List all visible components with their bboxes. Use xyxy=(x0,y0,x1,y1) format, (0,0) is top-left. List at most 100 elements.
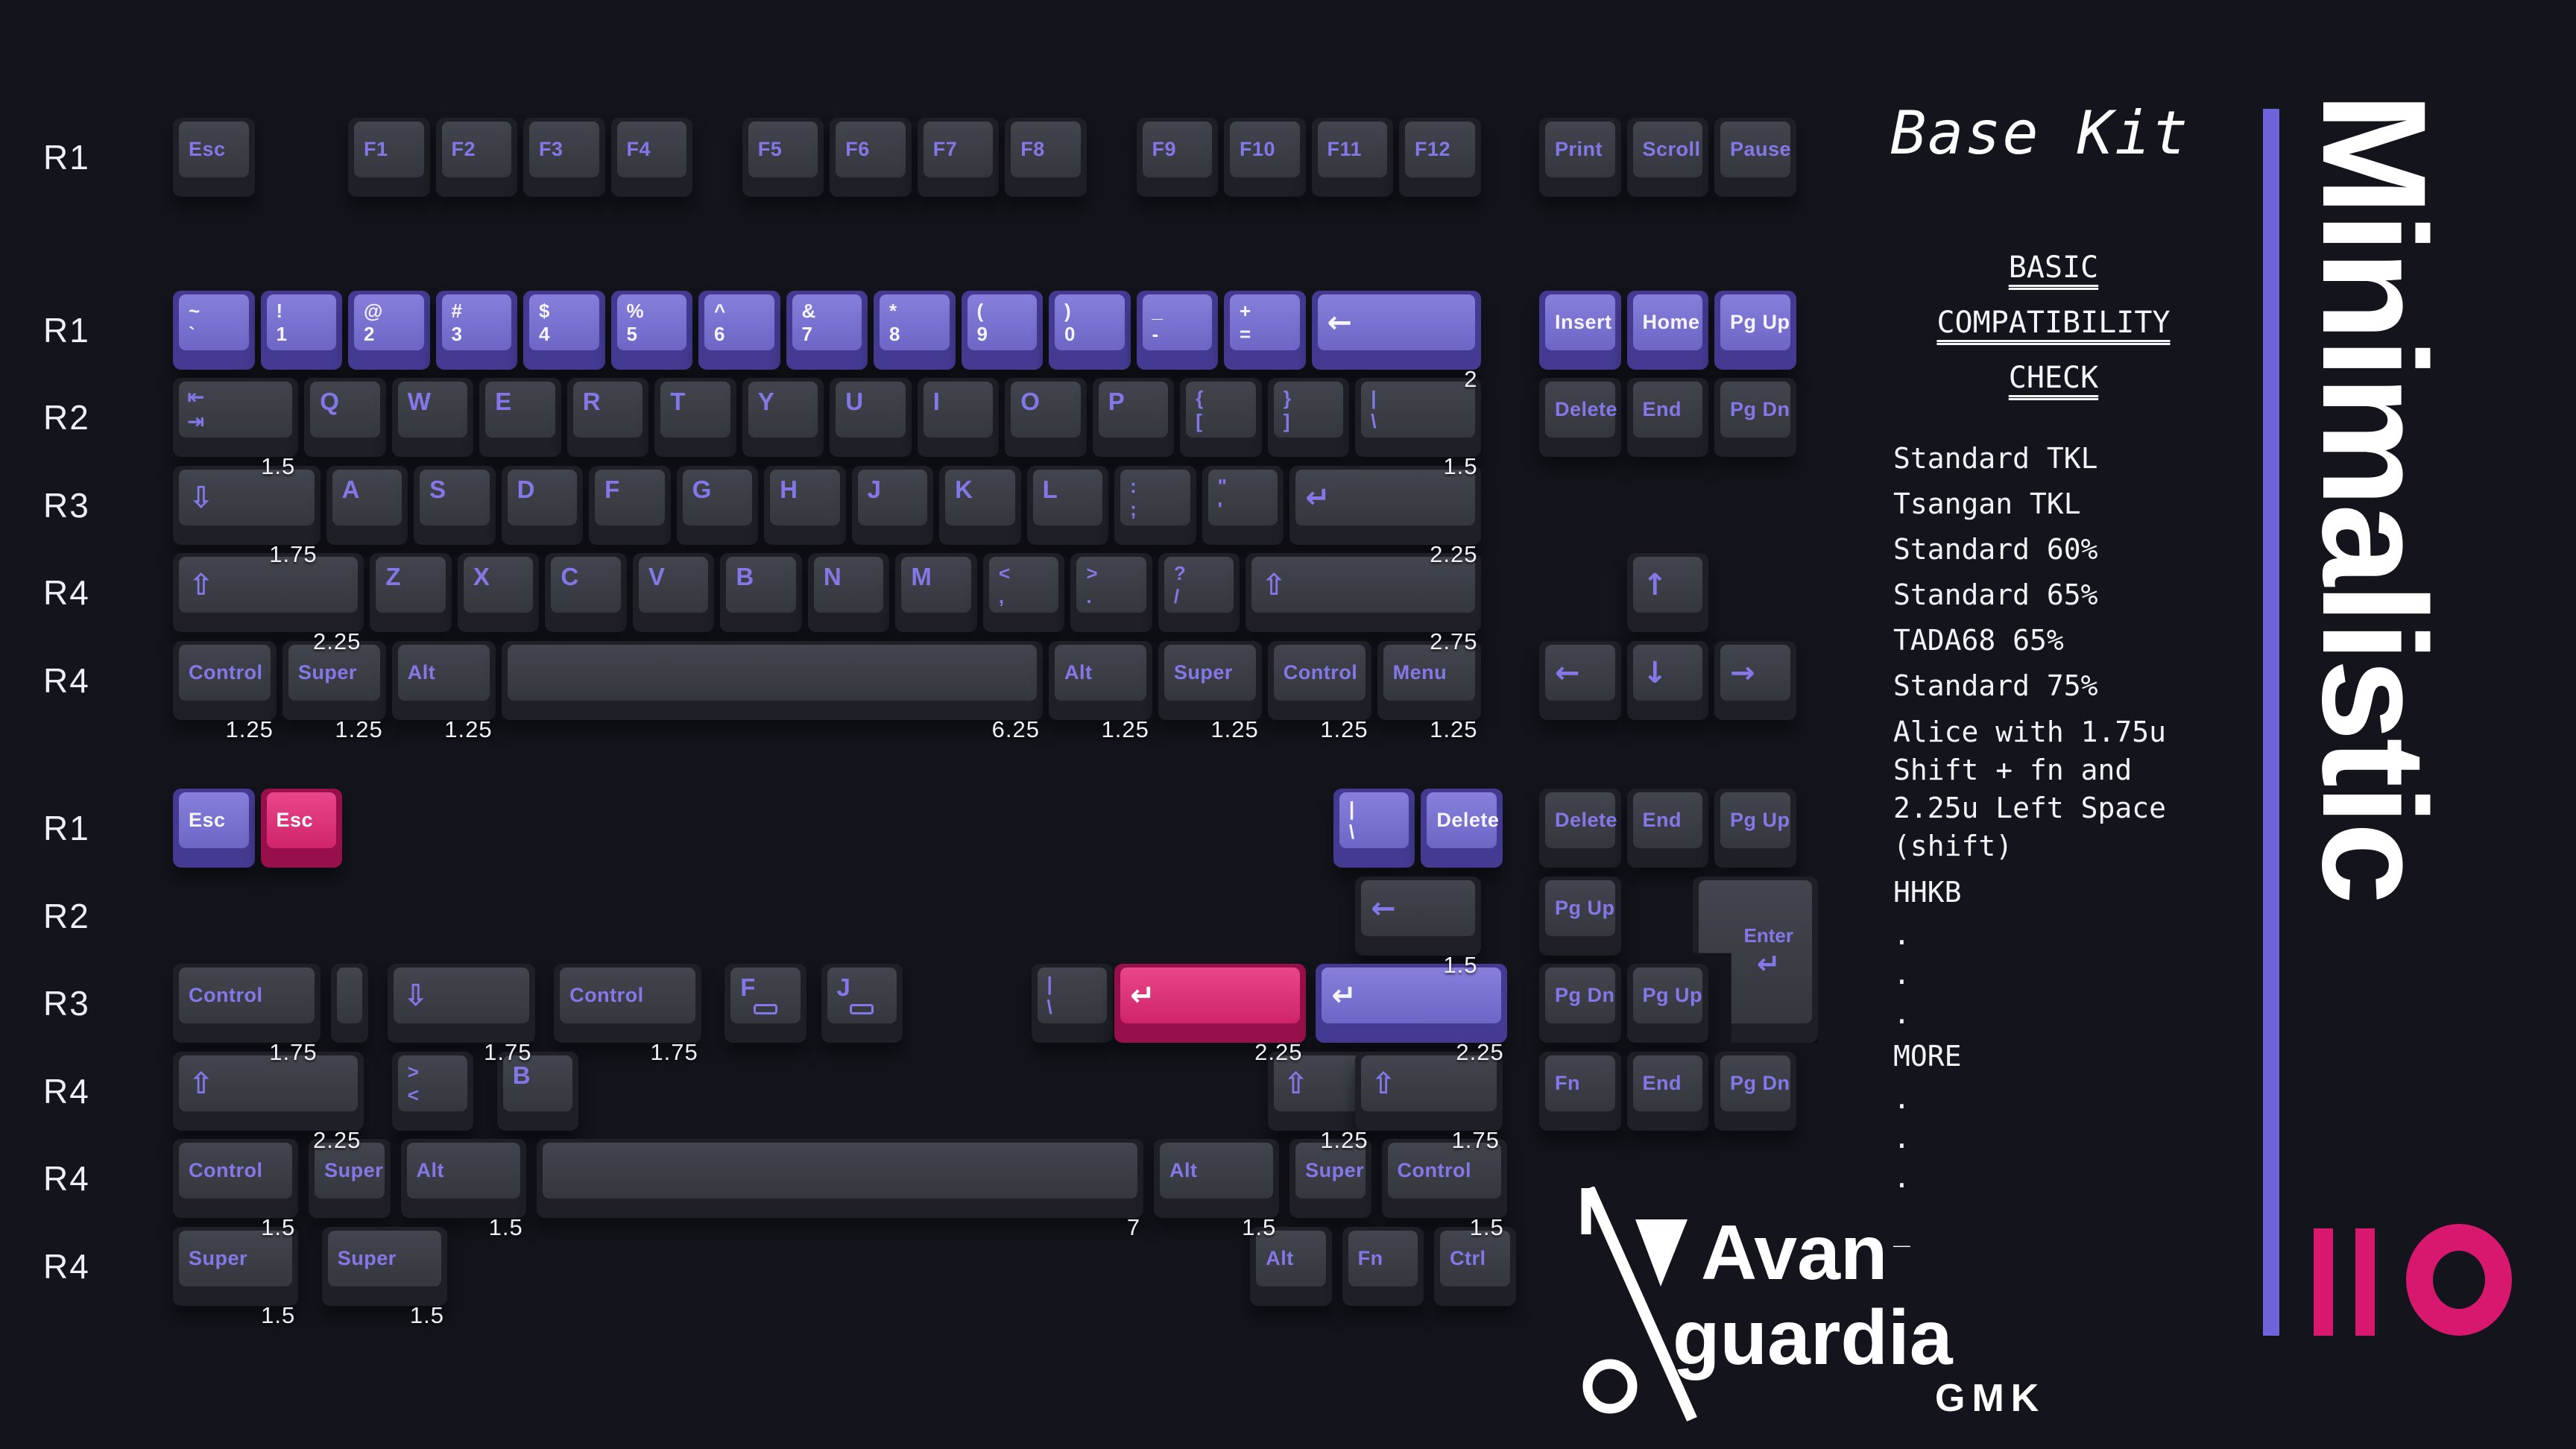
keycap-face: V xyxy=(638,557,709,613)
keycap-face: Super xyxy=(1295,1143,1366,1199)
key-delete: Delete xyxy=(1539,378,1621,457)
keycap-face: ← xyxy=(1361,880,1475,936)
keycap-face: ⇩ xyxy=(179,470,315,525)
key-f4: F4 xyxy=(610,118,692,197)
key-size-label: 1.5 xyxy=(261,1214,296,1240)
keycap-face: Esc xyxy=(266,792,336,848)
keycap-face: F12 xyxy=(1405,121,1475,177)
key-v: V xyxy=(632,553,715,632)
key-tilde: ~` xyxy=(173,291,255,370)
key-legend: S xyxy=(429,476,446,503)
key-legend: Pause xyxy=(1730,138,1792,160)
row-label: R4 xyxy=(43,1159,90,1198)
key-delete-2: Delete xyxy=(1539,789,1621,868)
key-size-label: 2.25 xyxy=(1430,541,1478,567)
keycap-face: ↑ xyxy=(1632,557,1702,613)
key-legend: Control xyxy=(189,1159,263,1181)
key-semicolon: :; xyxy=(1114,466,1196,545)
keycap-face: Enter↵ xyxy=(1698,880,1812,1023)
keycap-face: S xyxy=(420,470,490,525)
key-c: C xyxy=(545,553,627,632)
keycap-face: F11 xyxy=(1317,121,1387,177)
key-7: &7 xyxy=(786,291,868,370)
key-legend: $4 xyxy=(539,299,550,345)
key-control-15-a: Control 1.5 xyxy=(173,1139,299,1240)
key-legend: |\ xyxy=(1046,972,1052,1018)
key-caps: ⇩1.75 xyxy=(173,466,321,567)
key-1: !1 xyxy=(260,291,342,370)
key-legend: K xyxy=(955,476,973,503)
key-esc: Esc xyxy=(173,118,255,197)
key-legend: X xyxy=(473,563,490,590)
keycap-face: |\ xyxy=(1037,967,1107,1023)
keycap-face: L xyxy=(1032,470,1103,525)
key-legend: Esc xyxy=(276,809,314,831)
compat-item: Standard 65% xyxy=(1893,578,2098,611)
key-legend: F10 xyxy=(1240,138,1276,160)
key-legend: :; xyxy=(1130,474,1137,520)
key-size-label: 1.5 xyxy=(488,1214,523,1240)
caps-lock-icon: ⇩ xyxy=(189,480,214,515)
key-legend: F4 xyxy=(626,138,651,160)
gmk-label: GMK xyxy=(1935,1377,2046,1420)
key-legend: >. xyxy=(1086,561,1098,607)
key-size-label: 1.25 xyxy=(1320,716,1368,742)
keycap-face: }] xyxy=(1273,382,1344,438)
keycap-face: Alt xyxy=(1055,645,1146,701)
key-bracket-open: {[ xyxy=(1180,378,1262,457)
key-legend: #3 xyxy=(451,299,462,345)
keycap-face: A xyxy=(332,470,402,525)
keycap-face: End xyxy=(1632,792,1702,848)
key-arrow-down: ↓ xyxy=(1626,641,1708,720)
keycap-face: F8 xyxy=(1011,121,1081,177)
shift-icon: ⇧ xyxy=(189,1066,214,1101)
keycap-face xyxy=(542,1143,1138,1199)
key-arrow-left: ← xyxy=(1539,641,1621,720)
keycap-face: Pg Dn xyxy=(1545,967,1615,1023)
keycap-face: Control xyxy=(179,1143,293,1199)
key-k: K xyxy=(939,466,1021,545)
key-super-1u-a: Super xyxy=(309,1139,391,1218)
key-size-label: 6.25 xyxy=(991,716,1040,742)
key-o: O xyxy=(1005,378,1087,457)
return-icon: ↵ xyxy=(1305,480,1330,515)
key-legend: <, xyxy=(998,561,1011,607)
key-size-label: 1.5 xyxy=(1443,952,1478,978)
keycap-face: H xyxy=(770,470,840,525)
key-legend: Home xyxy=(1642,311,1700,333)
key-f6: F6 xyxy=(830,118,912,197)
keycap-face: <, xyxy=(988,557,1059,613)
key-pipe-purple: |\ xyxy=(1333,789,1415,868)
keycap-face: ~` xyxy=(179,294,249,350)
key-j-homing: J xyxy=(821,964,903,1043)
compat-item: Tsangan TKL xyxy=(1893,487,2081,520)
keycap-face: ← xyxy=(1317,294,1475,350)
keycap-face: ↵ xyxy=(1322,967,1501,1023)
kit-logo-ring-icon xyxy=(2406,1224,2512,1336)
key-size-label: 1.25 xyxy=(444,716,493,742)
keycap-face: J xyxy=(857,470,928,525)
keycap-face: Q xyxy=(310,382,380,438)
key-legend: H xyxy=(780,476,798,503)
key-legend: "' xyxy=(1217,474,1227,520)
key-f2: F2 xyxy=(435,118,517,197)
keycap-face: (9 xyxy=(967,294,1037,350)
keycap-face: &7 xyxy=(792,294,862,350)
keycap-face: Delete xyxy=(1545,382,1617,438)
row-label: R1 xyxy=(43,311,90,350)
keycap-face: Control xyxy=(560,967,695,1023)
key-shift-125: ⇧1.25 xyxy=(1267,1052,1371,1153)
key-end-3: End xyxy=(1626,1052,1708,1131)
keycap-face: Pg Dn xyxy=(1720,382,1790,438)
key-4: $4 xyxy=(523,291,605,370)
key-tab: ⇤⇥1.5 xyxy=(173,378,299,479)
key-pgdn-4: Pg Dn xyxy=(1714,1052,1796,1131)
key-pgup-3: Pg Up xyxy=(1539,877,1621,956)
keycap-face: F xyxy=(595,470,665,525)
keycap-face: D xyxy=(507,470,578,525)
list-dot: . xyxy=(1893,918,1910,951)
key-legend: J xyxy=(836,973,850,1001)
key-size-label: 2.25 xyxy=(1254,1039,1303,1065)
keycap-face xyxy=(336,967,363,1023)
